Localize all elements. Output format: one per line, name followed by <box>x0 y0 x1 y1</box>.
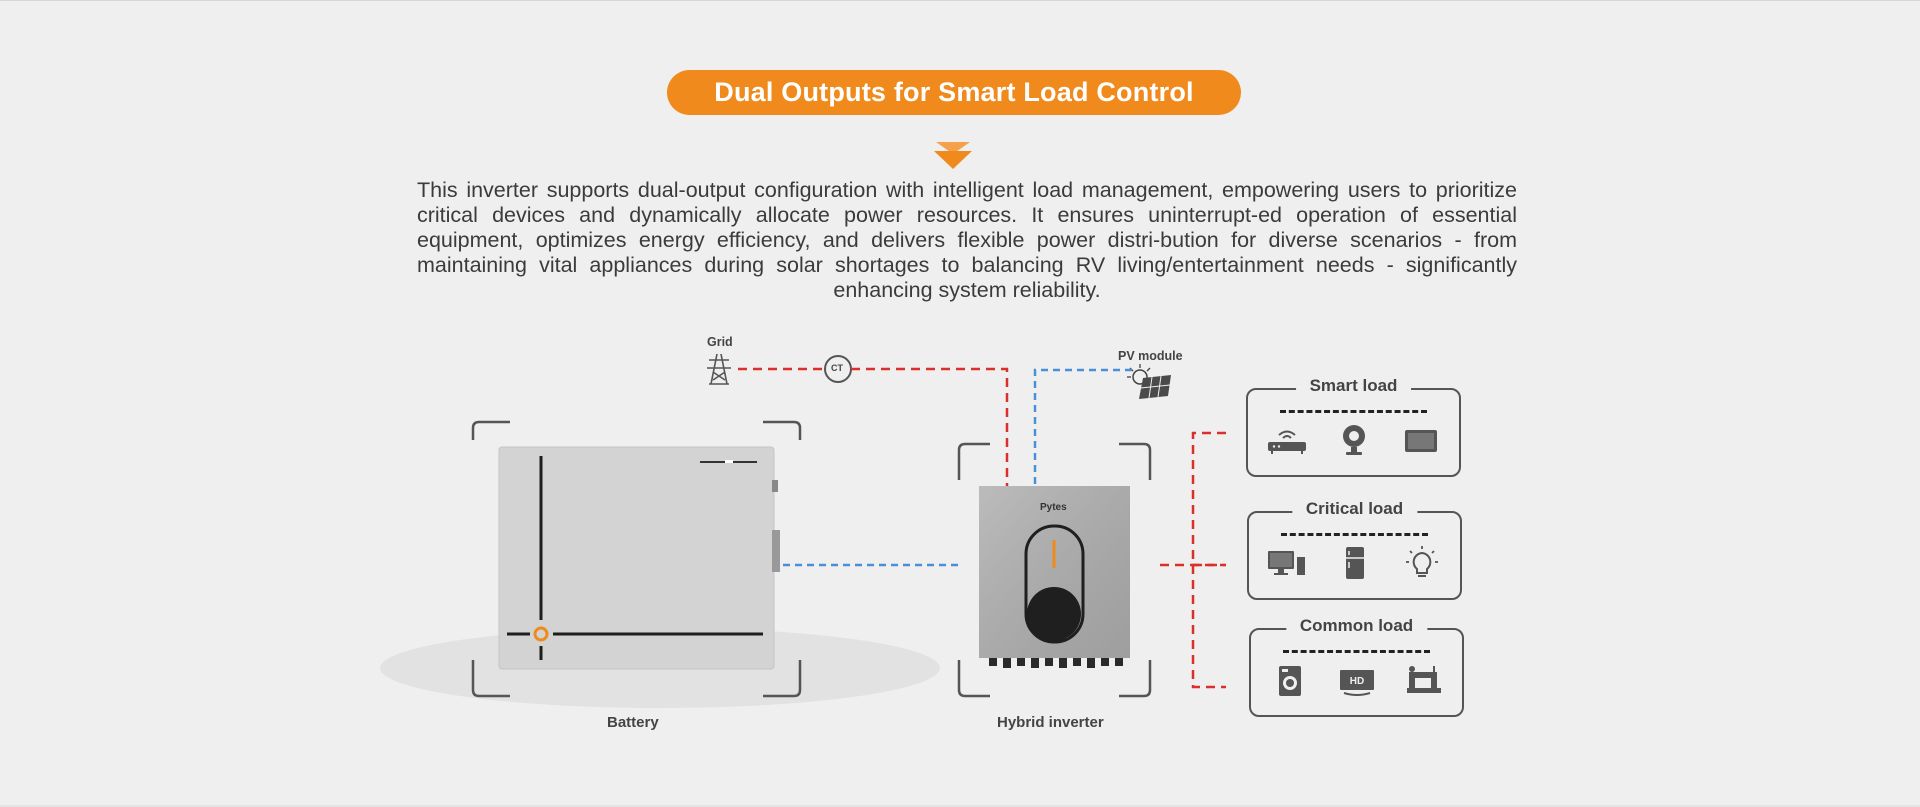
hybrid-inverter-label: Hybrid inverter <box>997 714 1104 731</box>
router-icon <box>1268 430 1306 454</box>
grid-tower-icon <box>707 353 731 385</box>
smart-load-divider <box>1280 410 1427 413</box>
bottom-divider <box>0 805 1920 807</box>
pv-module-label: PV module <box>1118 349 1183 363</box>
common-load-title: Common load <box>1285 616 1428 636</box>
ct-label: CT <box>831 363 843 373</box>
page-title: Dual Outputs for Smart Load Control <box>667 70 1241 115</box>
solar-panel-icon <box>1127 364 1171 399</box>
sewing-machine-icon <box>1407 666 1441 693</box>
fridge-icon <box>1346 547 1364 579</box>
critical-load-title: Critical load <box>1291 499 1418 519</box>
common-load-box: Common load HD <box>1249 616 1464 717</box>
hybrid-inverter-unit <box>979 486 1130 668</box>
tablet-icon <box>1405 430 1437 452</box>
critical-load-divider <box>1281 533 1428 536</box>
light-bulb-icon <box>1406 546 1438 577</box>
smart-load-box: Smart load <box>1246 376 1461 477</box>
battery-unit <box>498 446 780 670</box>
load-ac-lines <box>1160 431 1226 689</box>
grid-to-inverter-line <box>851 367 1009 488</box>
common-load-divider <box>1283 650 1430 653</box>
computer-icon <box>1268 551 1305 575</box>
tv-icon: HD <box>1340 670 1374 696</box>
inverter-brand-logo: Pytes <box>1040 502 1067 513</box>
down-arrow-icon <box>934 142 972 169</box>
critical-load-box: Critical load <box>1247 499 1462 600</box>
battery-frame <box>471 420 802 698</box>
description-text: This inverter supports dual-output confi… <box>417 178 1517 302</box>
grid-label: Grid <box>707 335 733 349</box>
washing-machine-icon <box>1279 666 1301 696</box>
pv-dc-line <box>1033 368 1132 488</box>
inverter-frame <box>957 442 1152 698</box>
svg-text:HD: HD <box>1350 676 1364 687</box>
smart-load-title: Smart load <box>1295 376 1412 396</box>
webcam-icon <box>1343 425 1365 455</box>
battery-label: Battery <box>607 714 659 731</box>
top-divider <box>0 0 1920 1</box>
